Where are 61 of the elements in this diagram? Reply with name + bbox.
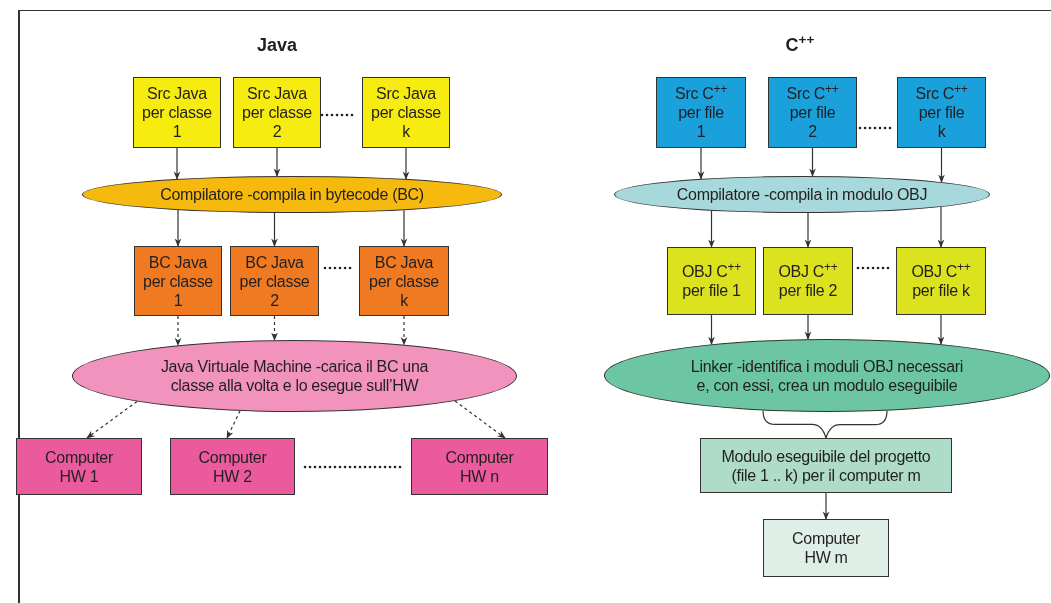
arrow [938,147,945,183]
computer-box [170,438,295,495]
object-module-box [896,247,986,315]
computer-box [411,438,548,495]
source-box [656,77,746,148]
dashed-arrow [271,315,278,341]
arrow [809,147,816,177]
object-module-box [763,247,853,315]
node-text: BC Java per classe 2 [238,252,311,310]
computer-box [16,438,142,495]
node-text: Src Java per classe 1 [141,84,213,141]
arrow [804,314,812,340]
arrow [402,147,410,180]
arrow [271,212,278,247]
arrow [273,147,281,177]
node-text: OBJ C$^{++}$ per file 1 [680,262,742,300]
dashed-arrow [86,400,138,439]
column-heading: Java [257,33,297,57]
source-box [897,77,986,148]
dashed-arrow [454,400,506,439]
source-box [362,77,450,148]
node-text: Computer HW 2 [197,447,268,486]
bytecode-box [359,246,449,316]
dashed-arrow [400,315,408,346]
node-text: Linker -identifica i moduli OBJ necessari e, con essi, crea un modulo eseguibile [689,356,965,395]
executable-module-box [700,438,952,493]
arrow [937,206,945,248]
arrow [804,212,812,248]
arrow [937,314,945,345]
node-text: Computer HW n [444,447,515,486]
node-text: Compilatore -compila in modulo OBJ [676,185,928,204]
dashed-arrow [174,315,182,347]
bytecode-box [230,246,319,316]
column-heading: C$^{++}$ [785,31,815,57]
arrow [697,147,705,180]
node-text: Src C$^{++}$ per file 1 [674,84,728,141]
dashed-arrow [226,410,241,439]
node-text: OBJ C$^{++}$ per file k [910,262,972,300]
node-text: Src C$^{++}$ per file 2 [785,84,840,141]
node-text: Computer HW 1 [44,447,114,486]
source-box [133,77,221,148]
node-text: Src Java per classe k [370,84,442,141]
arrow [174,209,182,247]
node-text: Src C$^{++}$ per file k [914,84,969,141]
object-module-box [667,247,756,315]
arrow [173,147,181,180]
arrow [708,314,715,346]
node-text: BC Java per classe k [368,252,440,310]
arrow [822,492,830,520]
bytecode-box [134,246,222,316]
node-text: Modulo eseguibile del progetto (file 1 .. k) per il computer m [720,446,932,485]
node-text: BC Java per classe 1 [142,252,214,310]
computer-box [763,519,889,577]
node-text: OBJ C$^{++}$ per file 2 [777,262,839,300]
node-text: Java Virtuale Machine -carica il BC una classe alla volta e lo esegue sull’HW [159,357,430,395]
source-box [233,77,321,148]
node-text: Src Java per classe 2 [241,84,313,141]
arrow [400,209,408,247]
node-text: Computer HW m [791,529,861,567]
source-box [768,77,857,148]
node-text: Compilatore -compila in bytecode (BC) [160,185,424,204]
